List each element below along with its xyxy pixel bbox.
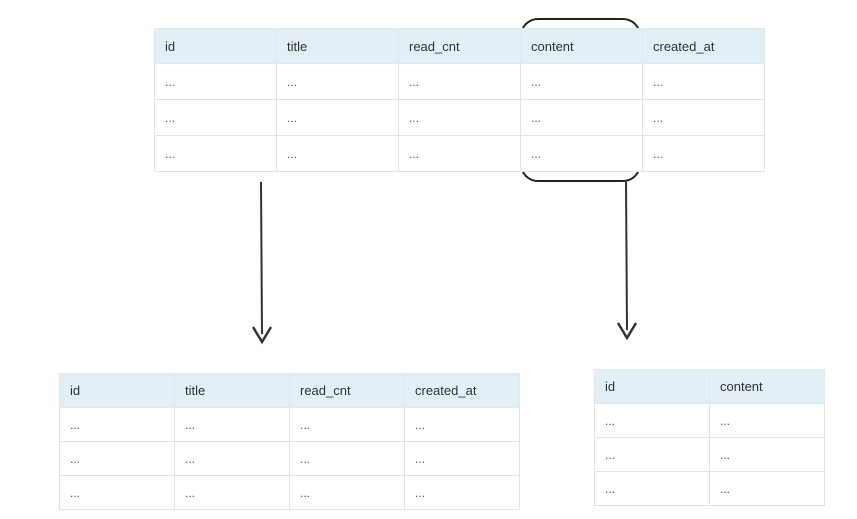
column-header-content: content	[520, 28, 643, 64]
column-header-created-at: created_at	[642, 28, 765, 64]
table-row: ...............	[154, 99, 765, 136]
table-cell: ...	[398, 63, 521, 100]
table-cell: ...	[154, 63, 277, 100]
table-cell: ...	[174, 475, 290, 510]
table-cell: ...	[398, 135, 521, 172]
table-cell: ...	[59, 407, 175, 442]
table-row: ......	[594, 471, 825, 506]
arrow-right-shaft	[625, 181, 628, 331]
table-cell: ...	[59, 441, 175, 476]
table-row: ............	[59, 475, 520, 510]
table-cell: ...	[276, 135, 399, 172]
table-row: ...............	[154, 63, 765, 100]
table-cell: ...	[520, 135, 643, 172]
table-cell: ...	[289, 441, 405, 476]
table-cell: ...	[404, 407, 520, 442]
table-cell: ...	[642, 135, 765, 172]
table-row: ...............	[154, 135, 765, 172]
table-cell: ...	[174, 441, 290, 476]
table-cell: ...	[520, 99, 643, 136]
table-cell: ...	[289, 475, 405, 510]
table-cell: ...	[594, 403, 710, 438]
table-cell: ...	[404, 441, 520, 476]
column-header-read-cnt: read_cnt	[289, 373, 405, 408]
table-row: ............	[59, 441, 520, 476]
column-header-read-cnt: read_cnt	[398, 28, 521, 64]
column-header-content: content	[709, 369, 825, 404]
table-cell: ...	[404, 475, 520, 510]
table-cell: ...	[154, 99, 277, 136]
table-cell: ...	[642, 63, 765, 100]
table-cell: ...	[276, 99, 399, 136]
table-row: ......	[594, 403, 825, 438]
table-cell: ...	[594, 437, 710, 472]
column-header-created-at: created_at	[404, 373, 520, 408]
column-header-title: title	[276, 28, 399, 64]
table-cell: ...	[59, 475, 175, 510]
table-cell: ...	[398, 99, 521, 136]
arrow-left-head	[251, 326, 273, 345]
table-cell: ...	[709, 437, 825, 472]
column-header-title: title	[174, 373, 290, 408]
column-header-id: id	[154, 28, 277, 64]
column-header-id: id	[59, 373, 175, 408]
table-cell: ...	[520, 63, 643, 100]
table-row: ............	[59, 407, 520, 442]
table-cell: ...	[709, 403, 825, 438]
table-cell: ...	[642, 99, 765, 136]
table-cell: ...	[289, 407, 405, 442]
arrow-right-head	[616, 322, 638, 341]
table-cell: ...	[594, 471, 710, 506]
table-cell: ...	[709, 471, 825, 506]
table-cell: ...	[154, 135, 277, 172]
table-cell: ...	[174, 407, 290, 442]
table-cell: ...	[276, 63, 399, 100]
table-row: ......	[594, 437, 825, 472]
arrow-left-shaft	[260, 181, 263, 335]
column-header-id: id	[594, 369, 710, 404]
